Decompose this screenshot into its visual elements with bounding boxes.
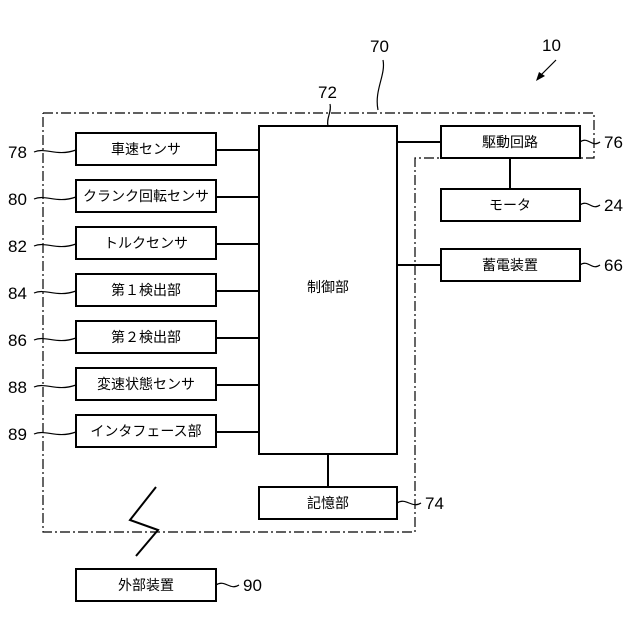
ref-10: 10 xyxy=(542,36,561,55)
ref-74-leader xyxy=(397,501,421,504)
ref-86: 86 xyxy=(8,331,27,350)
memory-label: 記憶部 xyxy=(307,495,349,512)
sensor-block-80: 80 クランク回転センサ xyxy=(8,180,259,212)
ref-66-leader xyxy=(580,263,600,266)
vehicle-speed-sensor-label: 車速センサ xyxy=(111,141,181,158)
sensor-block-88: 88 変速状態センサ xyxy=(8,368,259,400)
ref-72-leader xyxy=(328,104,331,126)
ref-74: 74 xyxy=(425,494,444,513)
ref-88: 88 xyxy=(8,378,27,397)
shift-state-sensor-label: 変速状態センサ xyxy=(97,376,195,393)
ref-86-leader xyxy=(34,338,76,341)
sensor-block-84: 84 第１検出部 xyxy=(8,274,259,306)
ref-80: 80 xyxy=(8,190,27,209)
ref-90: 90 xyxy=(243,576,262,595)
ref-90-leader xyxy=(216,583,239,586)
second-detector-label: 第２検出部 xyxy=(111,329,181,346)
ref-24-leader xyxy=(580,203,600,206)
ref-84-leader xyxy=(34,291,76,294)
sensor-block-78: 78 車速センサ xyxy=(8,133,259,165)
wireless-link-zigzag xyxy=(130,487,158,556)
ref-76-leader xyxy=(580,140,600,143)
crank-rotation-sensor-label: クランク回転センサ xyxy=(83,189,209,205)
ref-76: 76 xyxy=(604,133,623,152)
ref-78-leader xyxy=(34,150,76,153)
ref-82-leader xyxy=(34,244,76,247)
ref-82: 82 xyxy=(8,237,27,256)
ref-89: 89 xyxy=(8,425,27,444)
ref-72: 72 xyxy=(318,83,337,102)
control-unit-label: 制御部 xyxy=(307,280,349,296)
ref-70-leader xyxy=(377,60,383,110)
sensor-block-89: 89 インタフェース部 xyxy=(8,415,259,447)
external-device-label: 外部装置 xyxy=(118,578,174,594)
sensor-block-86: 86 第２検出部 xyxy=(8,321,259,353)
ref-10-arrow-head xyxy=(536,72,545,81)
ref-80-leader xyxy=(34,197,76,200)
ref-24: 24 xyxy=(604,196,623,215)
torque-sensor-label: トルクセンサ xyxy=(104,236,188,252)
ref-78: 78 xyxy=(8,143,27,162)
ref-89-leader xyxy=(34,432,76,435)
ref-70: 70 xyxy=(370,37,389,56)
ref-88-leader xyxy=(34,385,76,388)
drive-circuit-label: 駆動回路 xyxy=(482,135,538,151)
ref-84: 84 xyxy=(8,284,27,303)
sensor-block-82: 82 トルクセンサ xyxy=(8,227,259,259)
first-detector-label: 第１検出部 xyxy=(111,282,181,299)
motor-label: モータ xyxy=(489,198,531,214)
interface-unit-label: インタフェース部 xyxy=(90,424,201,440)
ref-66: 66 xyxy=(604,256,623,275)
storage-device-label: 蓄電装置 xyxy=(482,258,538,274)
